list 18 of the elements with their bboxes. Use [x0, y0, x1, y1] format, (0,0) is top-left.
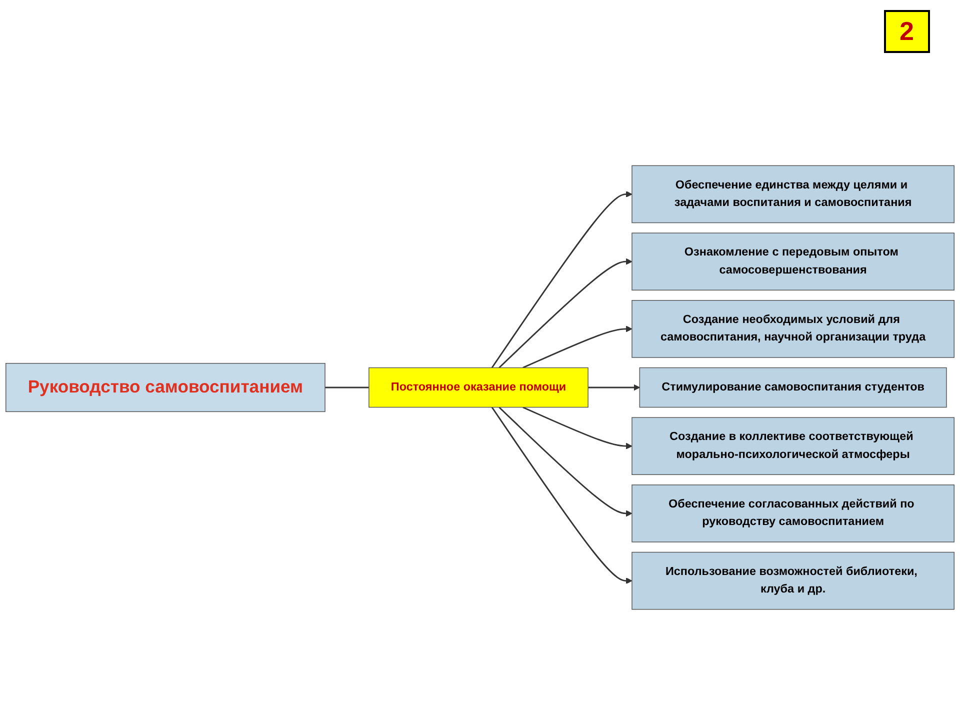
node-box: Создание в коллективе соответствующей морально-психологической атмосферы [632, 417, 954, 475]
node-box: Обеспечение единства между целями и задачами воспитания и самовоспитания [632, 165, 954, 224]
node-box: Использование возможностей библиотеки, клуба и др. [632, 552, 954, 610]
node-box: Постоянное оказание помощи [368, 367, 588, 408]
arrow [522, 326, 632, 368]
number-badge: 2 [884, 10, 930, 53]
arrow [588, 384, 640, 391]
connector [325, 386, 369, 388]
node-box: Стимулирование самовоспитания студентов [639, 367, 947, 408]
arrow [522, 406, 632, 450]
arrow [491, 406, 632, 584]
arrow [491, 190, 632, 368]
node-box: Создание необходимых условий для самовоспитания, научной организации труда [632, 300, 954, 358]
node-box: Руководство самовоспитанием [6, 362, 326, 412]
arrow [498, 258, 632, 368]
node-box: Ознакомление с передовым опытом самосовершенствования [632, 232, 954, 290]
arrow [498, 406, 632, 517]
node-box: Обеспечение согласованных действий по руководству самовоспитанием [632, 484, 954, 542]
